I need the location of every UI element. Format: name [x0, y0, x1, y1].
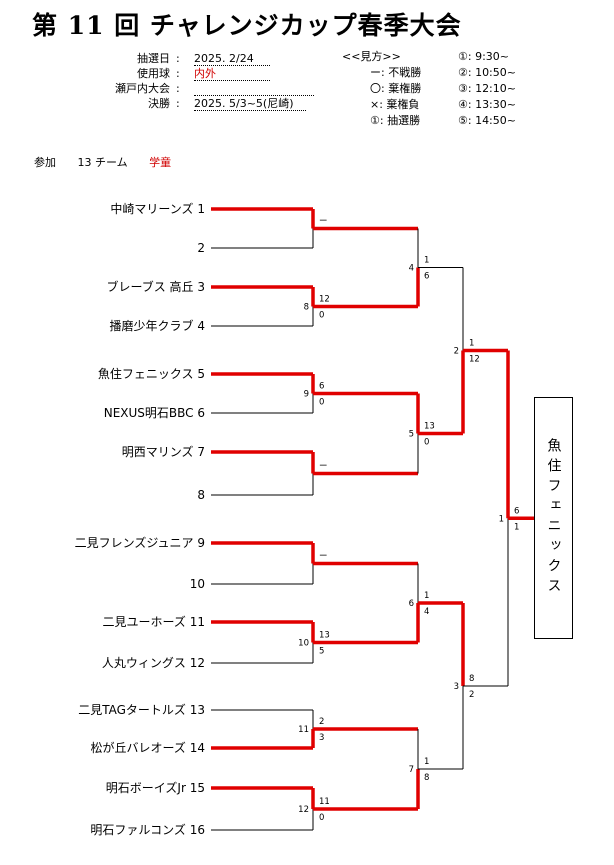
score-bottom: 5 — [319, 647, 324, 657]
champion-box: 魚住フェニックス — [534, 397, 573, 639]
score-top: 1 — [469, 339, 474, 349]
info-colon: : — [176, 82, 180, 95]
info-row: 瀬戸内大会: — [100, 82, 320, 96]
game-number: 2 — [454, 347, 459, 357]
team-entry: 松が丘バレオーズ 14 — [91, 740, 206, 755]
team-entry: 二見TAGタートルズ 13 — [78, 702, 205, 717]
team-entry: NEXUS明石BBC 6 — [104, 406, 205, 420]
info-row: 使用球: 内外 — [100, 67, 320, 81]
schedule-times: ①: 9:30~ ②: 10:50~ ③: 12:10~ ④: 13:30~ ⑤: 14… — [458, 49, 516, 129]
info-value: 2025. 2/24 — [194, 52, 270, 66]
game-number: 11 — [298, 725, 309, 735]
team-entry: 二見ユーホーズ 11 — [103, 614, 206, 629]
score-top: ー — [319, 217, 328, 227]
score-bottom: 4 — [424, 607, 429, 617]
score-top: 11 — [319, 797, 330, 807]
game-number: 4 — [409, 264, 414, 274]
team-entry: ブレーブス 高丘 3 — [106, 279, 205, 294]
score-bottom: 12 — [469, 355, 480, 365]
time-slot: ⑤: 14:50~ — [458, 114, 516, 127]
score-top: 6 — [319, 382, 324, 392]
team-entry: 二見フレンズジュニア 9 — [75, 535, 205, 550]
game-number: 6 — [409, 599, 414, 609]
score-bottom: 6 — [424, 272, 429, 282]
score-top: 8 — [469, 674, 474, 684]
legend-item: ×: 棄権負 — [370, 98, 420, 111]
info-label: 使用球 — [137, 67, 170, 80]
team-entry: 10 — [190, 577, 205, 591]
participants-prefix: 参加 — [34, 156, 56, 169]
champion-name: 魚住フェニックス — [545, 438, 562, 598]
team-entry: 中崎マリーンズ 1 — [110, 201, 205, 216]
score-top: ー — [319, 462, 328, 472]
legend-heading: <<見方>> — [342, 50, 401, 63]
score-top: 1 — [424, 757, 429, 767]
time-slot: ③: 12:10~ — [458, 82, 516, 95]
team-entry: 明西マリンズ 7 — [122, 444, 205, 459]
score-top: 1 — [424, 591, 429, 601]
score-bottom: 0 — [424, 438, 429, 448]
info-colon: : — [176, 52, 180, 65]
game-number: 3 — [454, 682, 459, 692]
score-bottom: 0 — [319, 813, 324, 823]
score-top: ー — [319, 552, 328, 562]
score-bottom: 1 — [514, 522, 519, 532]
game-number: 1 — [499, 514, 504, 524]
page-title: 第 11 回 チャレンジカップ春季大会 — [32, 11, 462, 40]
participants-count: 13 チーム — [77, 156, 128, 169]
info-colon: : — [176, 97, 180, 110]
legend: <<見方>> ー: 不戦勝〇: 棄権勝 ×: 棄権負 ①: 抽選勝 — [342, 49, 421, 129]
game-number: 9 — [304, 390, 309, 400]
game-number: 7 — [409, 765, 414, 775]
team-entry: 明石ボーイズJr 15 — [106, 780, 205, 795]
game-number: 8 — [304, 303, 309, 313]
score-top: 6 — [514, 506, 519, 516]
score-bottom: 2 — [469, 690, 474, 700]
score-bottom: 0 — [319, 398, 324, 408]
legend-item: 〇: 棄権勝 — [370, 82, 422, 95]
info-label: 決勝 — [148, 97, 170, 110]
participants-line: 参加 13 チーム 学童 — [34, 154, 189, 170]
score-bottom: 0 — [319, 311, 324, 321]
score-bottom: 3 — [319, 733, 324, 743]
score-top: 12 — [319, 295, 330, 305]
info-label: 抽選日 — [137, 52, 170, 65]
info-row: 抽選日: 2025. 2/24 — [100, 52, 320, 66]
score-top: 1 — [424, 256, 429, 266]
score-bottom: 8 — [424, 773, 429, 783]
score-top: 13 — [319, 631, 330, 641]
game-number: 10 — [298, 639, 309, 649]
team-entry: 8 — [197, 488, 205, 502]
info-value: 内外 — [194, 67, 270, 81]
game-number: 12 — [298, 805, 309, 815]
info-label: 瀬戸内大会 — [115, 82, 170, 95]
team-entry: 播磨少年クラブ 4 — [110, 318, 205, 333]
score-top: 2 — [319, 717, 324, 727]
score-top: 13 — [424, 422, 435, 432]
team-entry: 2 — [197, 241, 205, 255]
team-entry: 明石ファルコンズ 16 — [90, 822, 205, 837]
legend-item: ー: 不戦勝 — [370, 66, 422, 79]
team-entry: 魚住フェニックス 5 — [98, 367, 205, 381]
info-row: 決勝: 2025. 5/3~5(尼崎) — [100, 97, 320, 111]
participants-category: 学童 — [149, 156, 172, 169]
time-slot: ④: 13:30~ — [458, 98, 516, 111]
time-slot: ②: 10:50~ — [458, 66, 516, 79]
game-number: 5 — [409, 430, 414, 440]
legend-item: ①: 抽選勝 — [370, 114, 421, 127]
info-colon: : — [176, 67, 180, 80]
info-value — [194, 82, 314, 96]
info-value: 2025. 5/3~5(尼崎) — [194, 97, 306, 111]
time-slot: ①: 9:30~ — [458, 50, 509, 63]
team-entry: 人丸ウィングス 12 — [102, 656, 205, 670]
